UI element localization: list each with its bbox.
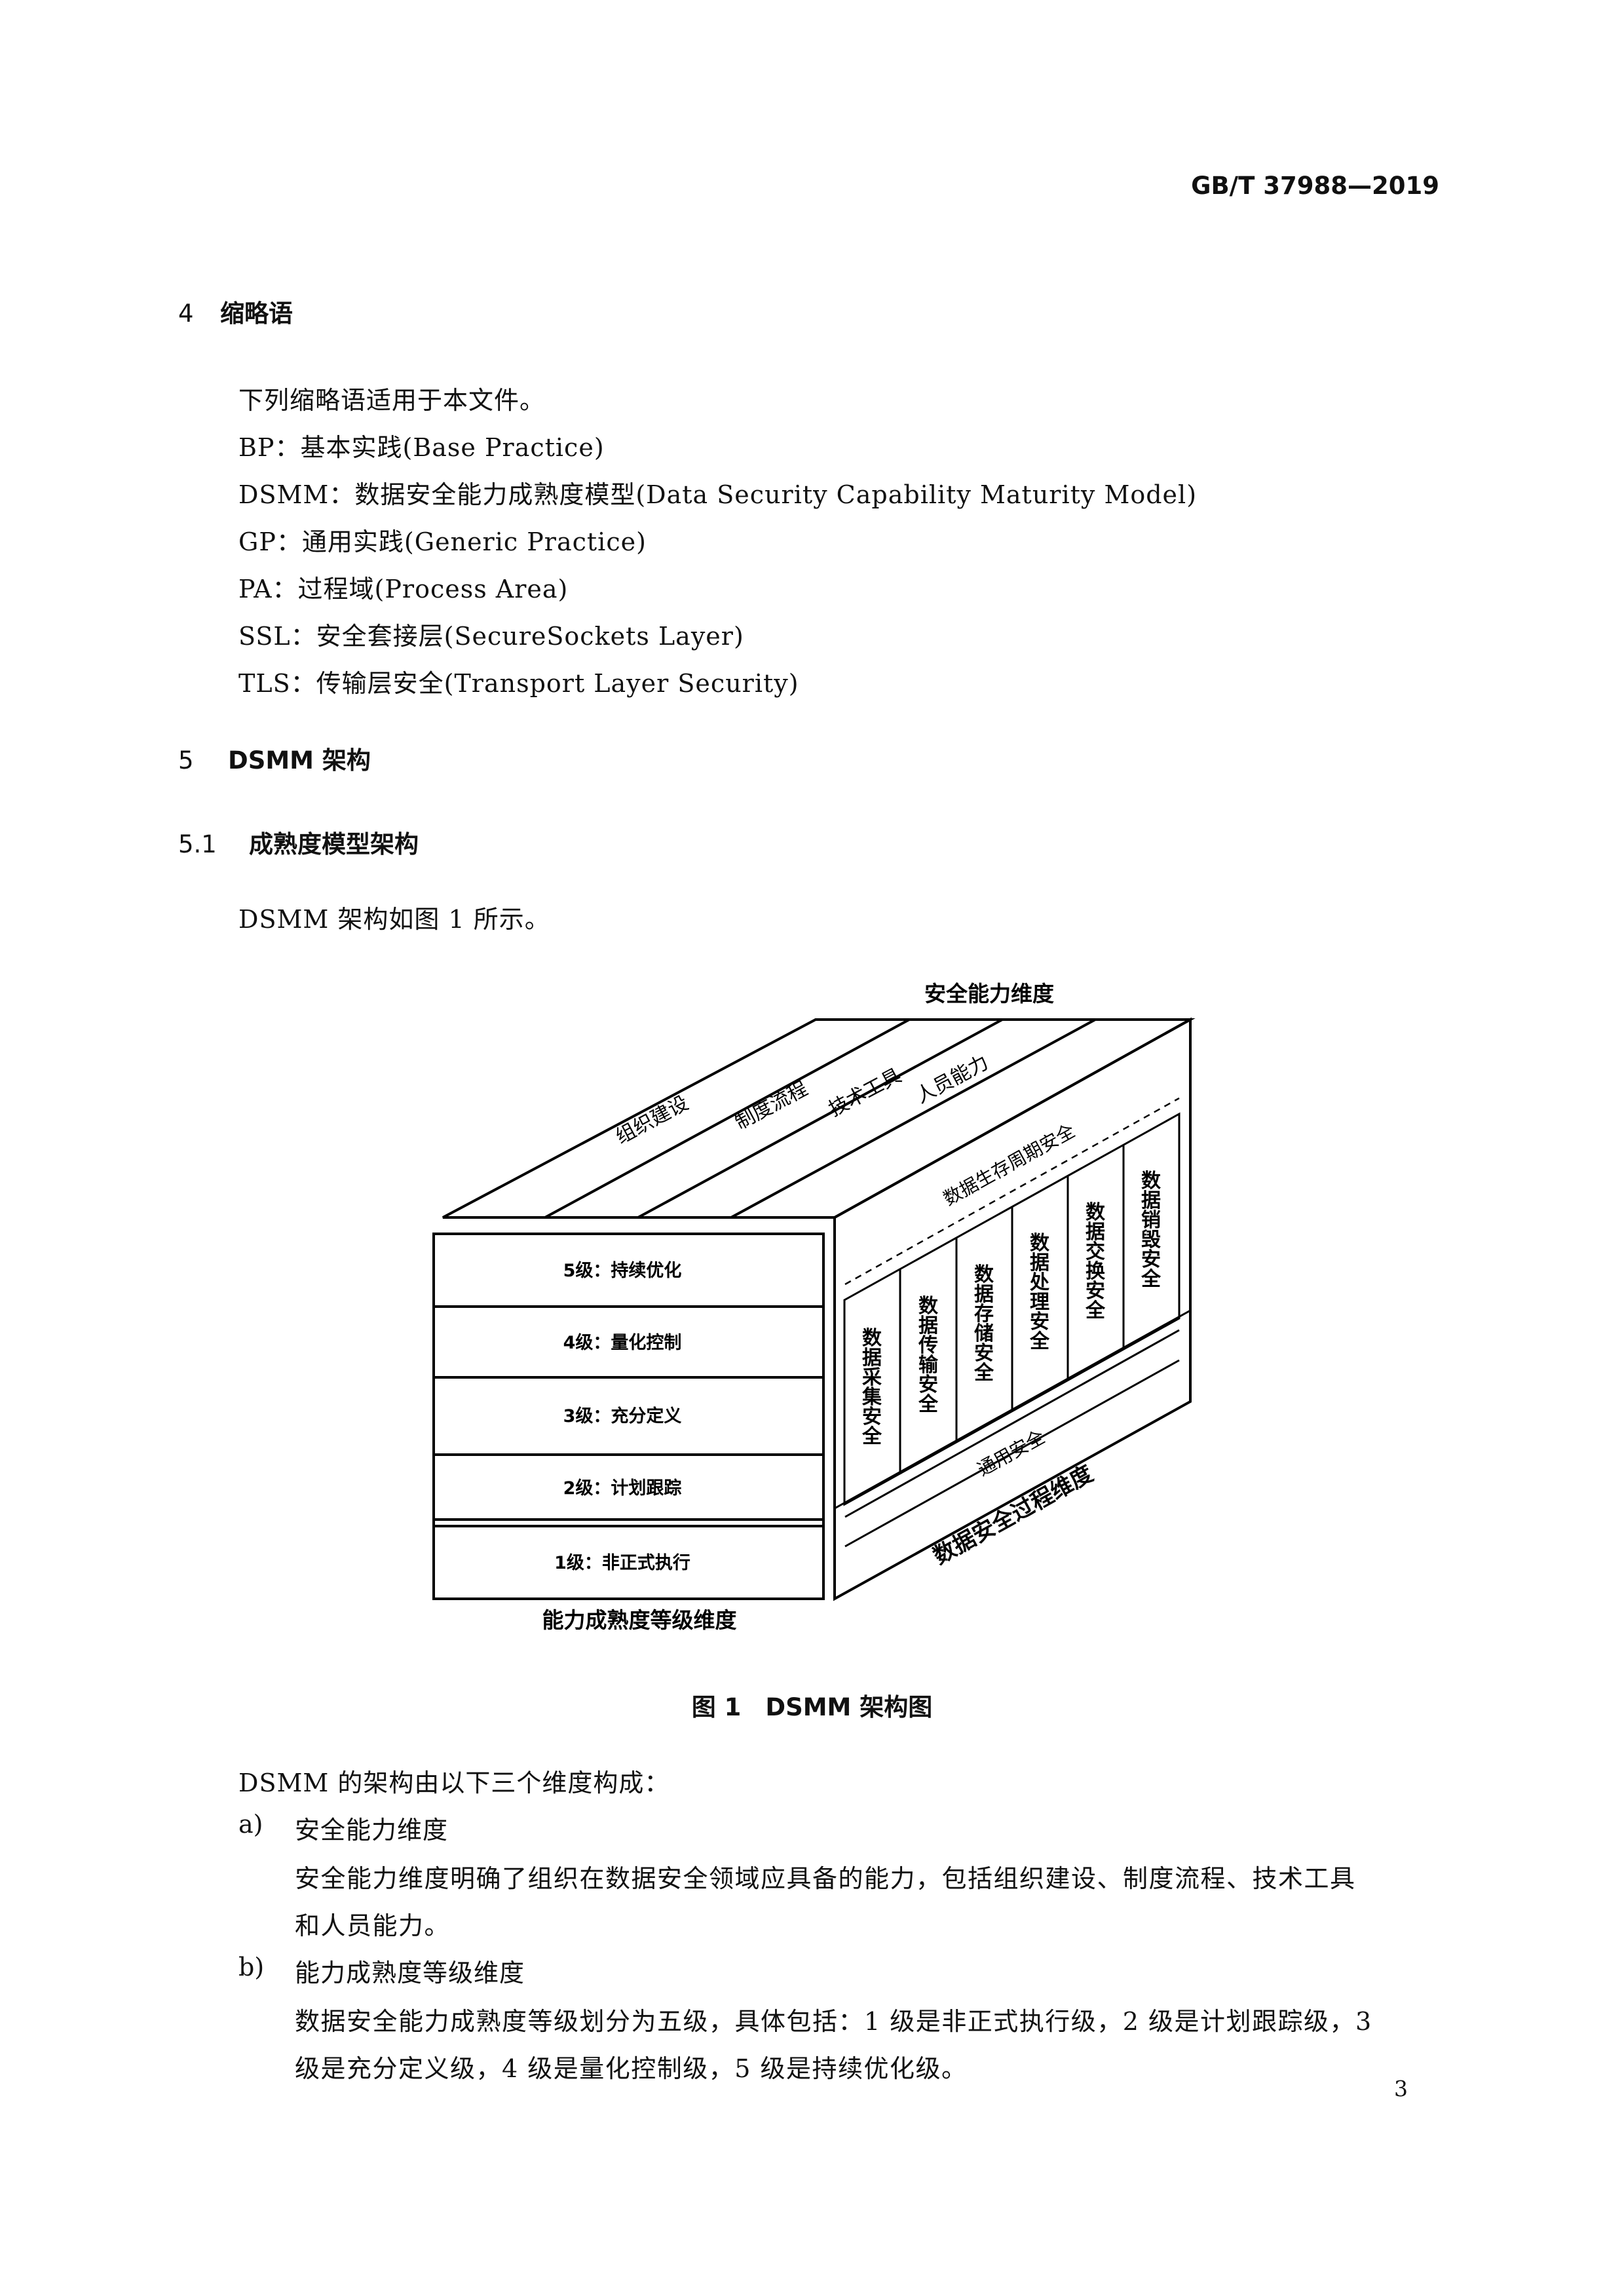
list-item-body: 数据安全能力成熟度等级划分为五级，具体包括：1 级是非正式执行级，2 级是计划跟…: [295, 2007, 1372, 2036]
section-number: 4: [178, 299, 194, 328]
top-divider: [544, 1018, 910, 1219]
level-label: 2级：计划跟踪: [563, 1478, 682, 1499]
level-label: 5级：持续优化: [563, 1260, 682, 1281]
lifecycle-item: 数据交换安全: [1085, 1201, 1106, 1322]
list-item-title: 能力成熟度等级维度: [295, 1959, 525, 1987]
abbreviation-item: DSMM：数据安全能力成熟度模型(Data Security Capabilit…: [238, 480, 1198, 509]
abbreviation-item: BP：基本实践(Base Practice): [238, 433, 605, 462]
top-face: [442, 1018, 1196, 1219]
dashed-separator: [844, 1097, 1180, 1286]
section-4-heading: 4 缩略语: [178, 294, 293, 329]
top-divider: [730, 1018, 1096, 1219]
list-marker: a): [238, 1810, 263, 1839]
lifecycle-frame: [833, 1018, 1192, 1510]
lifecycle-item: 数据销毁安全: [1141, 1170, 1161, 1291]
abbreviation-item: TLS：传输层安全(Transport Layer Security): [238, 669, 799, 698]
general-bottom: [844, 1359, 1180, 1548]
right-dimension-label: 数据安全过程维度: [929, 1461, 1097, 1570]
lifecycle-item: 数据传输安全: [918, 1295, 939, 1416]
level-label: 3级：充分定义: [563, 1406, 682, 1426]
top-divider: [637, 1018, 1003, 1219]
figure-caption: 图 1 DSMM 架构图: [691, 1693, 933, 1721]
abbreviation-item: PA：过程域(Process Area): [238, 575, 569, 603]
lifecycle-item: 数据采集安全: [861, 1327, 882, 1448]
top-dimension-label: 安全能力维度: [924, 981, 1054, 1006]
capability-item: 技术工具: [825, 1064, 905, 1121]
left-dimension-label: 能力成熟度等级维度: [542, 1607, 737, 1632]
section-title: 缩略语: [220, 299, 293, 328]
list-item-title: 安全能力维度: [295, 1816, 449, 1845]
capability-item: 制度流程: [731, 1077, 811, 1134]
lifecycle-label: 数据生存周期安全: [939, 1120, 1078, 1210]
standard-number: GB/T 37988—2019: [1191, 172, 1439, 200]
list-item-body: 安全能力维度明确了组织在数据安全领域应具备的能力，包括组织建设、制度流程、技术工…: [295, 1864, 1356, 1893]
lifecycle-item: 数据存储安全: [973, 1263, 994, 1385]
dsmm-architecture-figure: 安全能力维度 组织建设 制度流程 技术工具 人员能力 5级：持续优化 4级：量化…: [432, 981, 1196, 1632]
section-5-1-heading: 5.1 成熟度模型架构: [178, 824, 419, 860]
abbreviation-item: GP：通用实践(Generic Practice): [238, 527, 647, 556]
list-marker: b): [238, 1953, 265, 1981]
level-label: 1级：非正式执行: [554, 1552, 690, 1573]
section-5-heading: 5 DSMM 架构: [178, 740, 371, 776]
level-stack: [432, 1233, 825, 1600]
general-security-label: 通用安全: [973, 1426, 1048, 1480]
capability-item: 人员能力: [912, 1051, 992, 1108]
list-item-body: 和人员能力。: [295, 1911, 451, 1940]
section-number: 5: [178, 746, 194, 775]
subsection-title: 成熟度模型架构: [249, 830, 419, 858]
section-title: DSMM 架构: [228, 746, 371, 775]
level-label: 4级：量化控制: [563, 1332, 682, 1353]
abbreviation-item: SSL：安全套接层(SecureSockets Layer): [238, 622, 744, 651]
abbreviations-intro: 下列缩略语适用于本文件。: [238, 386, 546, 415]
page-number: 3: [1394, 2076, 1408, 2101]
dimensions-intro: DSMM 的架构由以下三个维度构成：: [238, 1769, 670, 1797]
general-top: [844, 1329, 1180, 1518]
lifecycle-item: 数据处理安全: [1029, 1232, 1050, 1353]
list-item-body: 级是充分定义级，4 级是量化控制级，5 级是持续优化级。: [295, 2054, 968, 2083]
subsection-number: 5.1: [178, 830, 217, 858]
figure-reference: DSMM 架构如图 1 所示。: [238, 905, 550, 934]
